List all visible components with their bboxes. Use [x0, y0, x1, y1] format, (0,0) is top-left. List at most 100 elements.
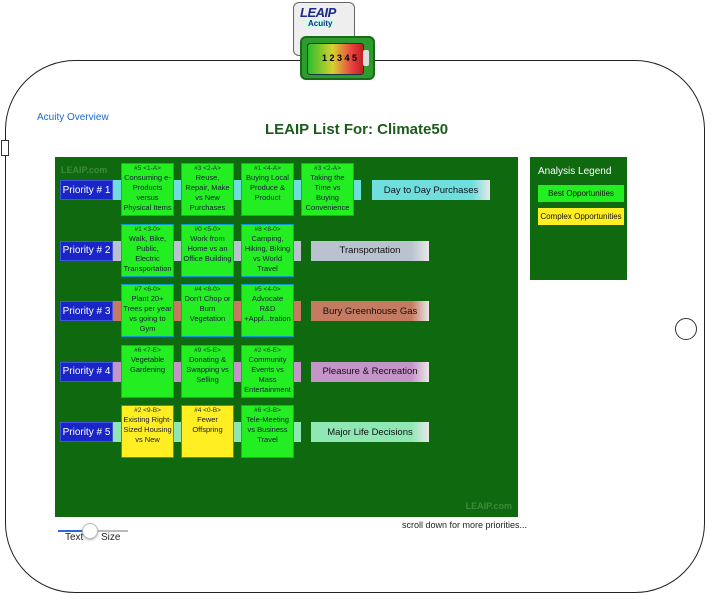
card-connector — [354, 180, 361, 200]
category-bar[interactable]: Bury Greenhouse Gas — [311, 301, 429, 321]
card-connector — [234, 240, 241, 261]
card-label: Donating & Swapping vs Selling — [186, 354, 229, 384]
logo-title: LEAIP — [300, 5, 336, 20]
opportunity-card[interactable]: #5 <1-A>Consuming e-Products versus Phys… — [121, 163, 174, 216]
logo-subtitle: Acuity — [306, 19, 335, 28]
battery-gauge: 1 2 3 4 5 — [307, 43, 364, 75]
battery-icon: 1 2 3 4 5 — [300, 36, 375, 80]
opportunity-card[interactable]: #1 <4-A>Buying Local Produce & Product — [241, 163, 294, 216]
card-code: #5 <1-A> — [134, 165, 161, 172]
card-label: Buying Local Produce & Product — [246, 173, 289, 202]
opportunity-card[interactable]: #8 <8-0>Camping, Hiking, Biking vs World… — [241, 223, 294, 277]
card-code: #1 <4-A> — [254, 165, 281, 172]
card-label: Plant 20+ Trees per year vs going to Gym — [123, 294, 172, 333]
card-label: Taking the Time vs Buying Convenience — [305, 173, 350, 212]
card-code: #3 <2-A> — [314, 165, 341, 172]
card-label: Vegetable Gardening — [129, 354, 166, 374]
category-bar[interactable]: Day to Day Purchases — [372, 180, 490, 200]
card-connector — [294, 301, 301, 321]
card-connector — [234, 422, 241, 442]
legend-best: Best Opportunities — [538, 185, 624, 202]
priority-button[interactable]: Priority # 5 — [60, 422, 113, 442]
opportunity-card[interactable]: #2 <6-E>Community Events vs Mass Enterta… — [241, 344, 294, 398]
acuity-overview-link[interactable]: Acuity Overview — [37, 112, 109, 123]
card-label: Camping, Hiking, Biking vs World Travel — [244, 233, 291, 273]
row-connector — [113, 361, 123, 382]
opportunity-card[interactable]: #1 <3-0>Walk, Bike, Public, Electric Tra… — [121, 223, 174, 277]
card-label: Fewer Offspring — [192, 415, 223, 434]
priority-row: Priority # 2 #1 <3-0>Walk, Bike, Public, … — [55, 221, 518, 281]
priority-button[interactable]: Priority # 4 — [60, 361, 113, 382]
battery-digits: 1 2 3 4 5 — [322, 53, 358, 63]
priority-button[interactable]: Priority # 3 — [60, 301, 113, 321]
opportunity-card[interactable]: #3 <2-A>Reuse, Repair, Make vs New Purch… — [181, 163, 234, 216]
opportunity-card[interactable]: #7 <6-0>Plant 20+ Trees per year vs goin… — [121, 284, 174, 337]
text-size-slider-fill — [58, 530, 91, 532]
card-code: #2 <6-E> — [254, 346, 281, 354]
priority-row: Priority # 5 #2 <9-B>Existing Right-Sized… — [55, 402, 518, 462]
card-code: #2 <9-B> — [134, 407, 161, 414]
opportunity-card[interactable]: #0 <5-0>Work from Home vs an Office Buil… — [181, 223, 234, 277]
card-connector — [294, 180, 301, 200]
opportunity-card[interactable]: #6 <7-E>Vegetable Gardening — [121, 344, 174, 398]
card-connector — [234, 361, 241, 382]
card-label: Work from Home vs an Office Building — [183, 233, 232, 263]
priority-row: Priority # 4#6 <7-E>Vegetable Gardening#… — [55, 342, 518, 402]
row-connector — [113, 422, 123, 442]
category-bar[interactable]: Major Life Decisions — [311, 422, 429, 442]
card-connector — [174, 301, 181, 321]
text-size-slider-thumb[interactable] — [82, 523, 98, 539]
card-connector — [294, 422, 301, 442]
card-connector — [174, 361, 181, 382]
card-connector — [174, 422, 181, 442]
slider-label-text: Text — [65, 532, 84, 543]
card-label: Existing Right-Sized Housing vs New — [123, 415, 172, 444]
priority-button[interactable]: Priority # 2 — [60, 240, 113, 261]
card-connector — [234, 180, 241, 200]
opportunity-card[interactable]: #5 <4-0>Advocate R&D +Appl...tration — [241, 284, 294, 337]
analysis-legend: Analysis Legend Best Opportunities Compl… — [530, 157, 627, 280]
card-connector — [174, 180, 181, 200]
opportunity-card[interactable]: #4 <0-B>Fewer Offspring — [181, 405, 234, 458]
card-code: #4 <0-B> — [194, 407, 221, 414]
page-title: LEAIP List For: Climate50 — [264, 121, 449, 138]
priority-row: Priority # 3 #7 <6-0>Plant 20+ Trees per … — [55, 281, 518, 341]
card-connector — [294, 361, 301, 382]
opportunity-card[interactable]: #3 <2-A>Taking the Time vs Buying Conven… — [301, 163, 354, 216]
card-code: #7 <6-0> — [134, 286, 161, 293]
category-bar[interactable]: Pleasure & Recreation — [311, 361, 429, 382]
frame-side-button — [1, 140, 9, 156]
card-label: Tele-Meeting vs Business Travel — [246, 415, 289, 444]
card-code: #9 <5-E> — [194, 346, 221, 354]
row-connector — [113, 180, 123, 200]
scroll-hint: scroll down for more priorities... — [402, 520, 528, 530]
card-code: #6 <3-B> — [254, 407, 281, 414]
card-label: Reuse, Repair, Make vs New Purchases — [185, 173, 230, 212]
home-button[interactable] — [675, 318, 697, 340]
card-label: Walk, Bike, Public, Electric Transportat… — [123, 233, 172, 273]
row-connector — [113, 301, 123, 321]
opportunity-card[interactable]: #9 <5-E>Donating & Swapping vs Selling — [181, 344, 234, 398]
watermark-top: LEAIP.com — [61, 165, 108, 175]
card-code: #5 <4-0> — [254, 286, 281, 293]
card-label: Don't Chop or Burn Vegetation — [184, 294, 231, 323]
row-connector — [113, 240, 123, 261]
watermark-bottom: LEAIP.com — [465, 501, 512, 511]
priority-board: LEAIP.com LEAIP.com Priority # 1 #5 <1-A>… — [55, 157, 518, 517]
opportunity-card[interactable]: #4 <8-0>Don't Chop or Burn Vegetation — [181, 284, 234, 337]
category-bar[interactable]: Transportation — [311, 240, 429, 261]
battery-cap — [363, 50, 369, 66]
priority-row: Priority # 1 #5 <1-A>Consuming e-Products… — [55, 160, 518, 220]
card-code: #1 <3-0> — [134, 225, 161, 233]
priority-button[interactable]: Priority # 1 — [60, 180, 113, 200]
slider-label-size: Size — [101, 532, 121, 543]
card-code: #0 <5-0> — [194, 225, 221, 233]
card-code: #3 <2-A> — [194, 165, 221, 172]
legend-title: Analysis Legend — [538, 166, 612, 177]
card-label: Community Events vs Mass Entertainment — [244, 354, 291, 394]
opportunity-card[interactable]: #2 <9-B>Existing Right-Sized Housing vs … — [121, 405, 174, 458]
card-label: Advocate R&D +Appl...tration — [244, 294, 291, 323]
card-connector — [234, 301, 241, 321]
opportunity-card[interactable]: #6 <3-B>Tele-Meeting vs Business Travel — [241, 405, 294, 458]
card-code: #6 <7-E> — [134, 346, 161, 354]
